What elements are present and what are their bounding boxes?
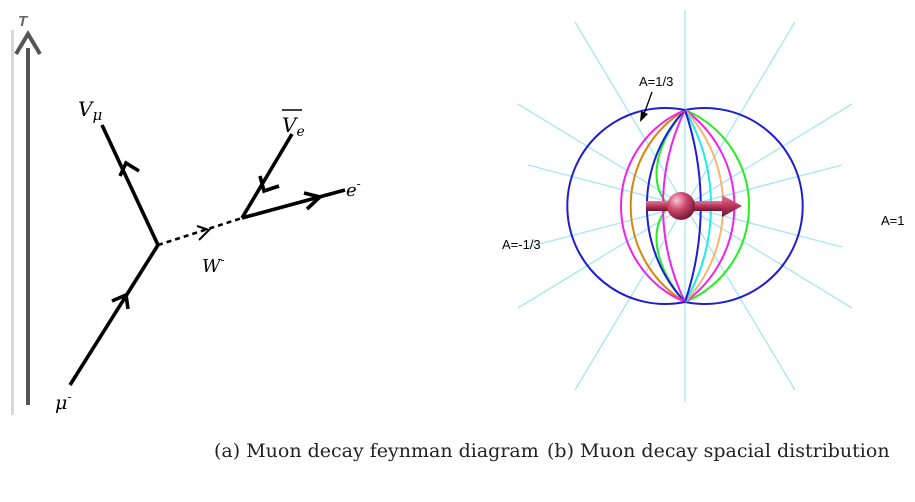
label-electron: e- <box>346 177 361 201</box>
svg-text:Ve: Ve <box>282 113 305 140</box>
curve-magenta-outer <box>620 109 686 303</box>
electron-arrow-icon <box>303 191 324 211</box>
time-axis: T <box>14 13 42 405</box>
spatial-distribution-diagram: A=1/3 A=-1/3 A=1 <box>502 10 905 402</box>
caption-b: (b) Muon decay spacial distribution <box>547 440 890 462</box>
label-electron-antineutrino: Ve <box>282 109 305 140</box>
muon-neutrino-arrow-icon <box>118 160 140 177</box>
feynman-diagram: T μ- Vμ W- Ve e- <box>0 0 405 420</box>
curve-a-minus-one-third <box>566 107 686 305</box>
panel-border <box>11 30 14 415</box>
muon-arrow-icon <box>111 292 130 310</box>
muon-line <box>68 244 160 386</box>
muon-particle-icon <box>667 192 695 220</box>
label-w-boson: W- <box>202 253 225 277</box>
curve-green <box>684 109 750 303</box>
pointer-arrow-icon <box>640 91 653 122</box>
electron-antineutrino-line <box>240 133 294 219</box>
caption-a: (a) Muon decay feynman diagram <box>214 440 539 462</box>
label-a-one: A=1 <box>881 213 905 228</box>
electron-line <box>241 188 346 220</box>
time-axis-label: T <box>18 13 29 30</box>
curve-orange-dark <box>629 109 686 303</box>
curve-a-1 <box>684 107 804 305</box>
label-a-minus-one-third: A=-1/3 <box>502 237 541 252</box>
label-muon-neutrino: Vμ <box>78 97 102 124</box>
label-a-one-third: A=1/3 <box>639 74 673 89</box>
electron-antineutrino-arrow-icon <box>258 175 280 194</box>
muon-neutrino-line <box>100 124 160 246</box>
w-boson-line <box>157 216 243 247</box>
w-boson-arrow-icon <box>196 225 211 241</box>
label-muon: μ- <box>55 390 71 414</box>
